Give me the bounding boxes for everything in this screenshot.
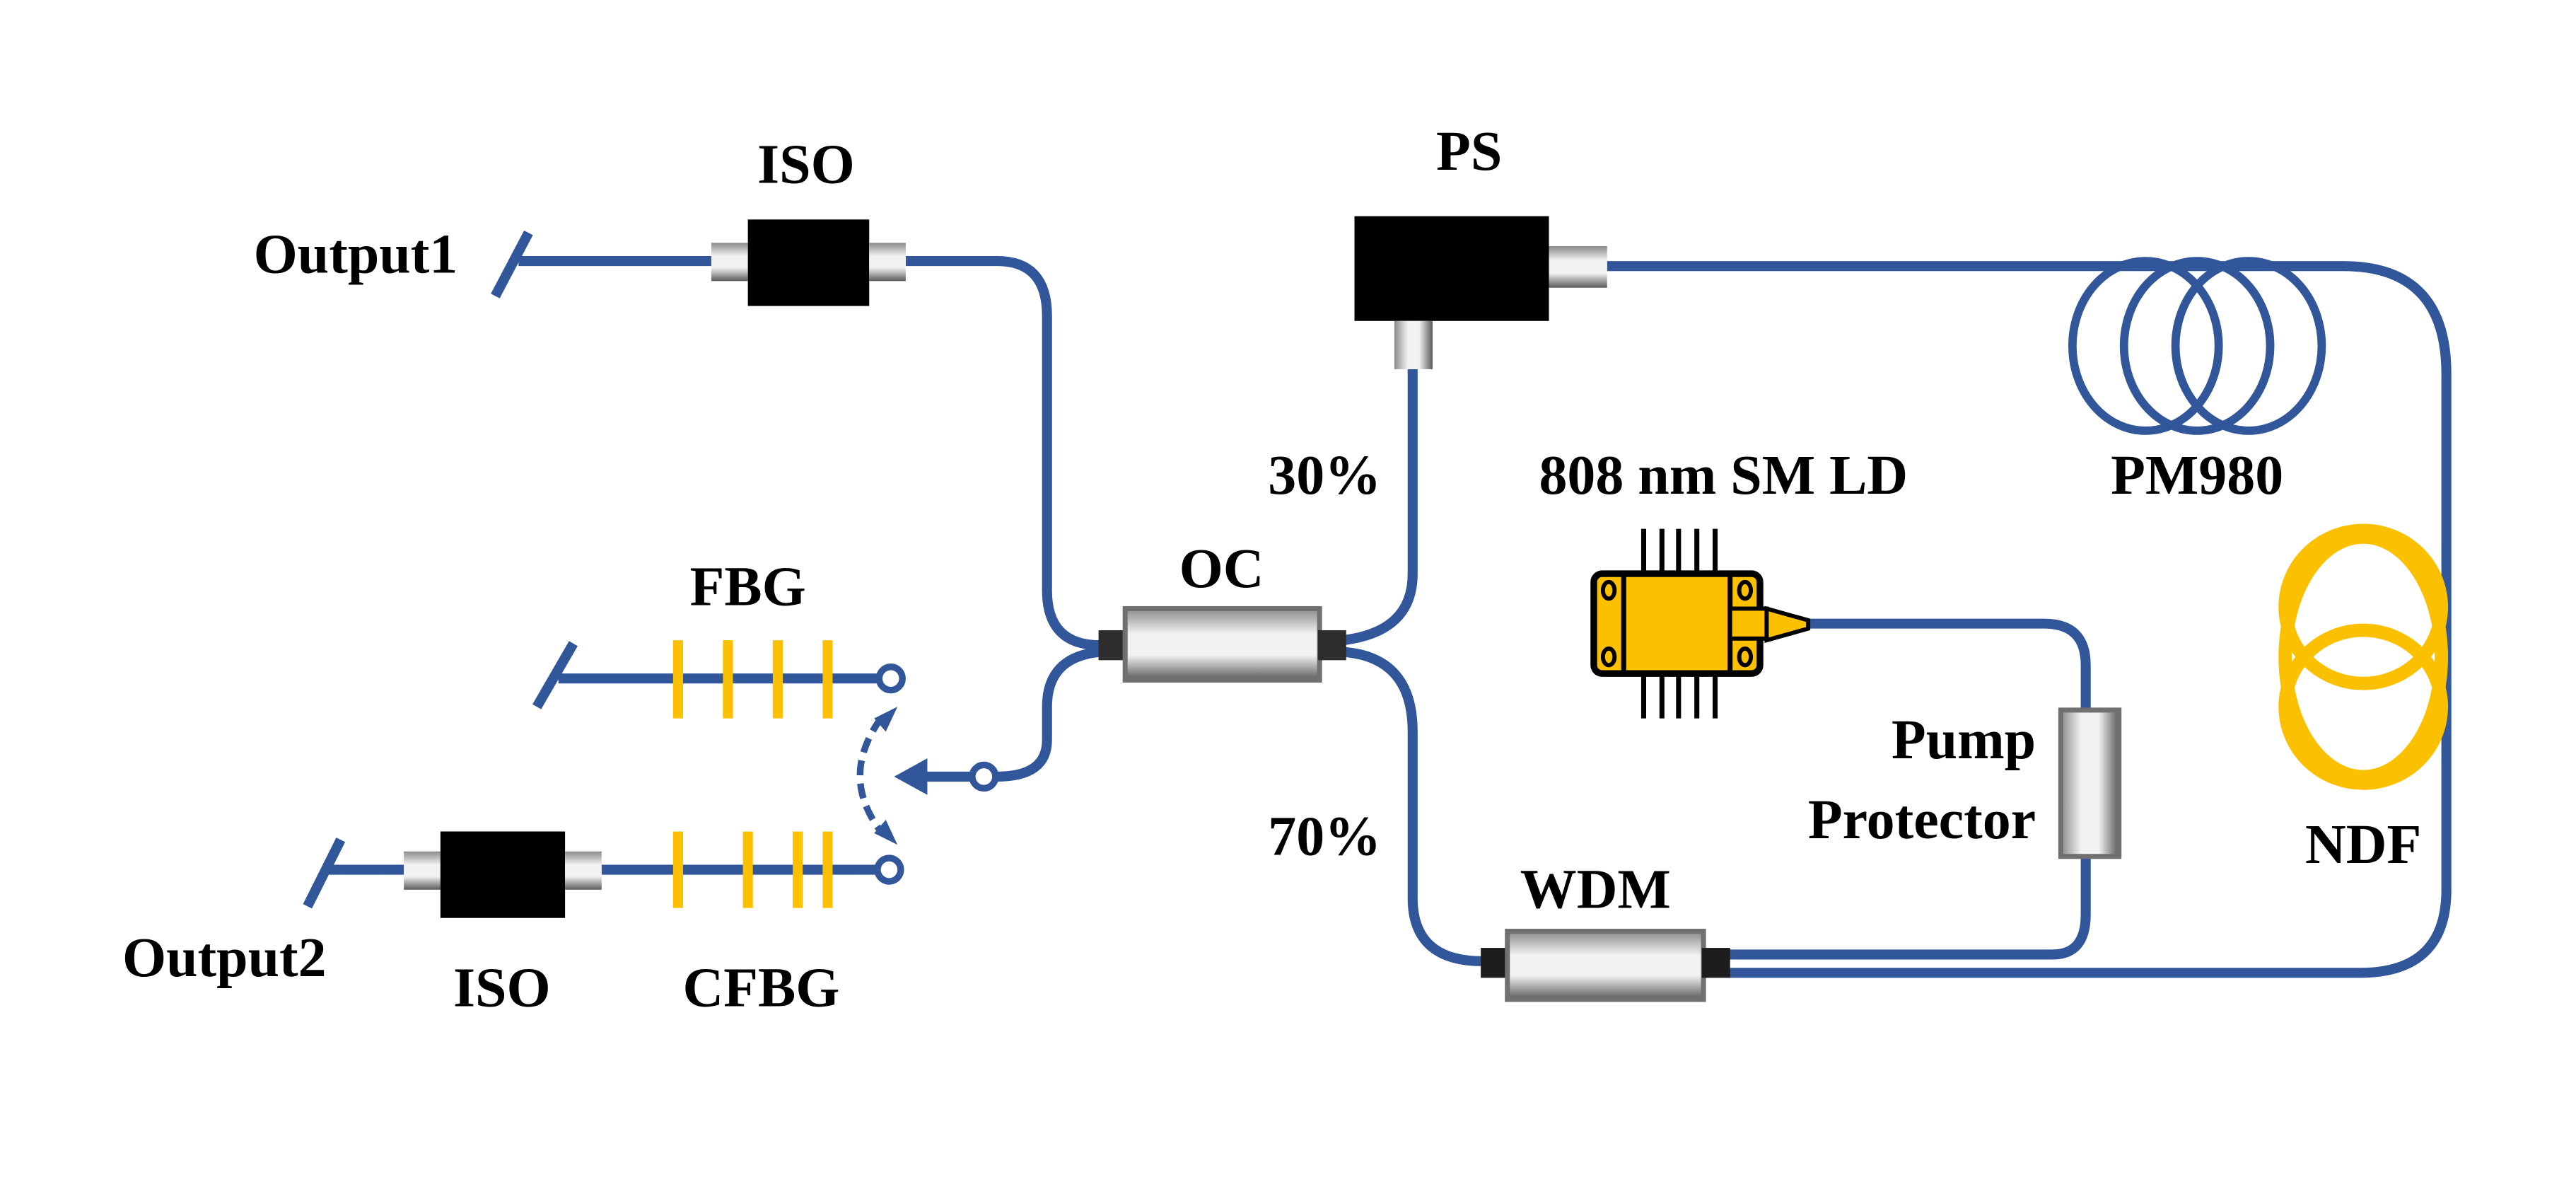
iso2-left-connector: [404, 851, 441, 890]
label-fbg: FBG: [690, 556, 806, 618]
termination-output1: [491, 230, 533, 298]
switch-toggle-arc: [856, 716, 884, 834]
label-ndf: NDF: [2305, 813, 2421, 876]
ld-bottom-pins: [1640, 673, 1718, 719]
ps-bottom-connector: [1394, 320, 1433, 369]
termination-fbg: [532, 641, 578, 709]
ld-screw-br: [1737, 646, 1754, 668]
termination-output2: [303, 837, 346, 909]
label-wdm: WDM: [1520, 859, 1671, 921]
fiber-wdm-to-pump: [1728, 856, 2091, 960]
ld-pigtail-block: [1727, 606, 1769, 641]
wdm-right-cap: [1701, 948, 1730, 978]
fiber-oc-to-switch: [997, 647, 1101, 782]
label-oc: OC: [1179, 538, 1264, 600]
pump-protector: [2058, 707, 2122, 859]
fiber-oc-to-ps: [1342, 369, 1418, 646]
isolator-top: [711, 219, 906, 306]
switch-arc-arrow-down: [874, 820, 898, 845]
label-iso-top: ISO: [757, 134, 855, 196]
fiber-ps-loop: [1607, 261, 2452, 978]
ld-screw-tr: [1737, 579, 1754, 601]
label-protector: Protector: [1808, 789, 2036, 851]
wdm-left-cap: [1481, 948, 1510, 978]
iso2-right-connector: [565, 851, 602, 890]
iso1-right-connector: [869, 243, 906, 282]
label-pm980: PM980: [2111, 444, 2283, 506]
switch[interactable]: [856, 707, 999, 845]
iso2-body: [440, 831, 566, 918]
ld-pigtail-cone: [1764, 605, 1811, 643]
label-iso-bottom: ISO: [453, 956, 551, 1019]
fbg-gratings: [672, 640, 833, 719]
iso1-left-connector: [711, 243, 748, 282]
label-split-70: 70%: [1268, 805, 1381, 867]
label-output1: Output1: [254, 224, 458, 286]
fiber-iso1-to-oc: [905, 256, 1101, 651]
oc-left-cap: [1098, 630, 1127, 661]
ld-top-pins: [1640, 528, 1718, 574]
pm980-coil: [2068, 257, 2326, 435]
isolator-bottom: [404, 831, 602, 918]
polarization-splitter: [1354, 216, 1607, 369]
wdm: [1481, 929, 1730, 1002]
ld-screw-bl: [1600, 646, 1617, 668]
label-cfbg: CFBG: [682, 956, 839, 1019]
fbg-port[interactable]: [875, 663, 906, 694]
switch-arrow-head: [894, 758, 928, 795]
laser-diode: [1590, 528, 1811, 719]
fiber-paths: [329, 256, 2452, 978]
label-ps: PS: [1436, 120, 1502, 182]
ndf-coil: [2278, 523, 2449, 790]
switch-arc-arrow-up: [874, 707, 898, 732]
oc-body: [1122, 605, 1322, 683]
label-pump: Pump: [1892, 709, 2036, 771]
wdm-body: [1505, 929, 1706, 1002]
ps-body: [1354, 216, 1549, 321]
ld-screw-tl: [1600, 579, 1617, 601]
label-output2: Output2: [122, 927, 327, 989]
label-split-30: 30%: [1268, 444, 1381, 506]
ps-right-connector: [1549, 245, 1607, 288]
switch-port[interactable]: [969, 761, 999, 792]
optical-coupler: [1098, 605, 1346, 683]
fiber-pump-to-ld: [1808, 618, 2091, 710]
cfbg-gratings: [672, 831, 833, 908]
iso1-body: [747, 219, 870, 306]
label-ld: 808 nm SM LD: [1539, 444, 1908, 506]
cfbg-port[interactable]: [874, 854, 904, 885]
fiber-oc-to-wdm: [1342, 647, 1483, 966]
oc-right-cap: [1317, 630, 1346, 661]
